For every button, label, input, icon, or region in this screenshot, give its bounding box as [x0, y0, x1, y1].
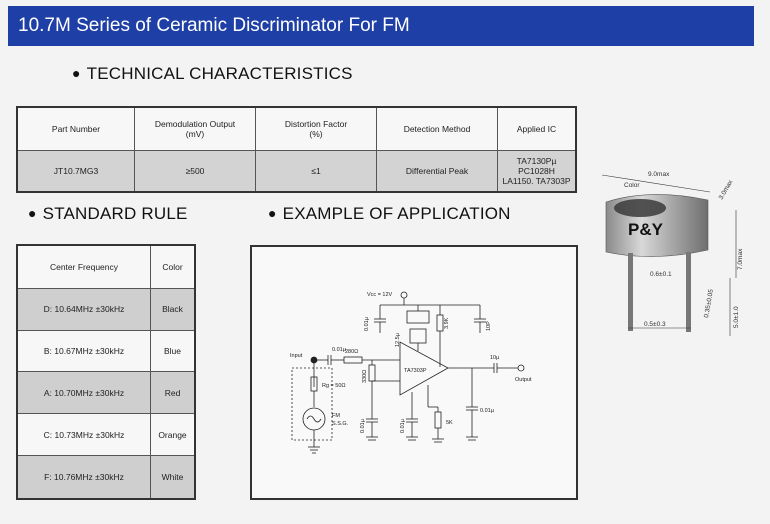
- table-cell: A: 10.70MHz ±30kHz: [17, 371, 151, 414]
- svg-text:0.35±0.05: 0.35±0.05: [703, 288, 715, 318]
- table-cell: JT10.7MG3: [17, 150, 135, 192]
- svg-text:0.01µ: 0.01µ: [364, 316, 370, 331]
- bullet-icon: ●: [28, 205, 37, 221]
- svg-text:10P: 10P: [486, 321, 492, 331]
- standard-heading: ●STANDARD RULE: [28, 204, 188, 223]
- table-row: B: 10.67MHz ±30kHz Blue: [17, 329, 195, 372]
- coil-component: [406, 310, 430, 324]
- table-header-row: Part Number Demodulation Output(mV) Dist…: [17, 107, 576, 151]
- table-cell: B: 10.67MHz ±30kHz: [17, 329, 151, 372]
- svg-text:5.0±1.0: 5.0±1.0: [733, 306, 740, 328]
- bullet-icon: ●: [72, 65, 81, 81]
- color-dot: [614, 199, 666, 217]
- svg-text:5K: 5K: [446, 420, 453, 426]
- svg-text:0.01µ: 0.01µ: [332, 347, 347, 353]
- component-drawing: 9.0max Color P&Y 3.0max 7.0max 0.6±0.1 0…: [590, 160, 768, 360]
- circuit-diagram: Vcc = 12V 0.01µ 12.5µ 3.9K 10P TA7303P I…: [290, 291, 532, 454]
- output-label: Output: [515, 377, 532, 383]
- bullet-icon: ●: [268, 205, 277, 221]
- svg-text:10µ: 10µ: [490, 355, 500, 361]
- table-header: Distortion Factor(%): [255, 107, 377, 151]
- table-cell: Black: [150, 287, 195, 331]
- svg-text:3.9K: 3.9K: [444, 317, 450, 329]
- table-row: JT10.7MG3 ≥500 ≤1 Differential Peak TA71…: [17, 150, 576, 192]
- svg-text:12.5µ: 12.5µ: [395, 332, 401, 347]
- table-cell: White: [150, 455, 195, 499]
- input-label: Input: [290, 353, 303, 359]
- table-row: D: 10.64MHz ±30kHz Black: [17, 287, 195, 331]
- ic-amplifier: [399, 341, 449, 396]
- table-header-row: Center Frequency Color: [17, 245, 195, 289]
- svg-text:Color: Color: [624, 182, 640, 189]
- svg-text:280Ω: 280Ω: [345, 349, 358, 355]
- banner-title: 10.7M Series of Ceramic Discriminator Fo…: [18, 15, 410, 36]
- page-banner: 10.7M Series of Ceramic Discriminator Fo…: [8, 6, 754, 46]
- svg-text:0.5±0.3: 0.5±0.3: [644, 321, 666, 328]
- standard-table: Center Frequency Color D: 10.64MHz ±30kH…: [16, 244, 196, 500]
- table-cell: Blue: [150, 329, 195, 372]
- table-cell: D: 10.64MHz ±30kHz: [17, 287, 151, 331]
- table-cell: Orange: [150, 413, 195, 456]
- table-row: F: 10.76MHz ±30kHz White: [17, 455, 195, 499]
- example-heading: ●EXAMPLE OF APPLICATION: [268, 204, 511, 223]
- output-terminal: [517, 364, 525, 372]
- technical-heading: ●TECHNICAL CHARACTERISTICS: [72, 64, 353, 83]
- svg-text:FM: FM: [332, 413, 340, 419]
- table-row: A: 10.70MHz ±30kHz Red: [17, 371, 195, 414]
- svg-text:0.01µ: 0.01µ: [360, 418, 366, 433]
- table-header: Center Frequency: [17, 245, 151, 289]
- svg-text:0.01µ: 0.01µ: [400, 418, 406, 433]
- vcc-label: Vcc = 12V: [367, 292, 393, 298]
- table-cell: ≥500: [134, 150, 256, 192]
- svg-text:Rg = 50Ω: Rg = 50Ω: [322, 383, 346, 389]
- brand-logo: P&Y: [628, 220, 664, 239]
- technical-table: Part Number Demodulation Output(mV) Dist…: [16, 106, 577, 193]
- table-header: Color: [150, 245, 195, 289]
- table-cell: C: 10.73MHz ±30kHz: [17, 413, 151, 456]
- application-circuit-box: Vcc = 12V 0.01µ 12.5µ 3.9K 10P TA7303P I…: [250, 245, 578, 500]
- table-cell: ≤1: [255, 150, 377, 192]
- table-header: Demodulation Output(mV): [134, 107, 256, 151]
- svg-text:S.S.G.: S.S.G.: [332, 421, 349, 427]
- table-header: Part Number: [17, 107, 135, 151]
- svg-text:7.0max: 7.0max: [737, 248, 744, 270]
- table-header: Detection Method: [376, 107, 498, 151]
- table-row: C: 10.73MHz ±30kHz Orange: [17, 413, 195, 456]
- input-terminal: [310, 356, 318, 364]
- vcc-terminal: [400, 291, 408, 299]
- table-header: Applied IC: [497, 107, 576, 151]
- ic-label: TA7303P: [404, 368, 427, 374]
- svg-text:9.0max: 9.0max: [648, 171, 670, 178]
- svg-text:330Ω: 330Ω: [362, 370, 368, 383]
- table-cell: F: 10.76MHz ±30kHz: [17, 455, 151, 499]
- svg-text:0.01µ: 0.01µ: [480, 408, 495, 414]
- discriminator-dimension-drawing: 9.0max Color P&Y 3.0max 7.0max 0.6±0.1 0…: [601, 171, 744, 336]
- table-cell: Differential Peak: [376, 150, 498, 192]
- svg-text:3.0max: 3.0max: [718, 178, 735, 201]
- component-pin: [686, 252, 691, 332]
- component-pin: [628, 253, 633, 331]
- table-cell: Red: [150, 371, 195, 414]
- svg-text:0.6±0.1: 0.6±0.1: [650, 271, 672, 278]
